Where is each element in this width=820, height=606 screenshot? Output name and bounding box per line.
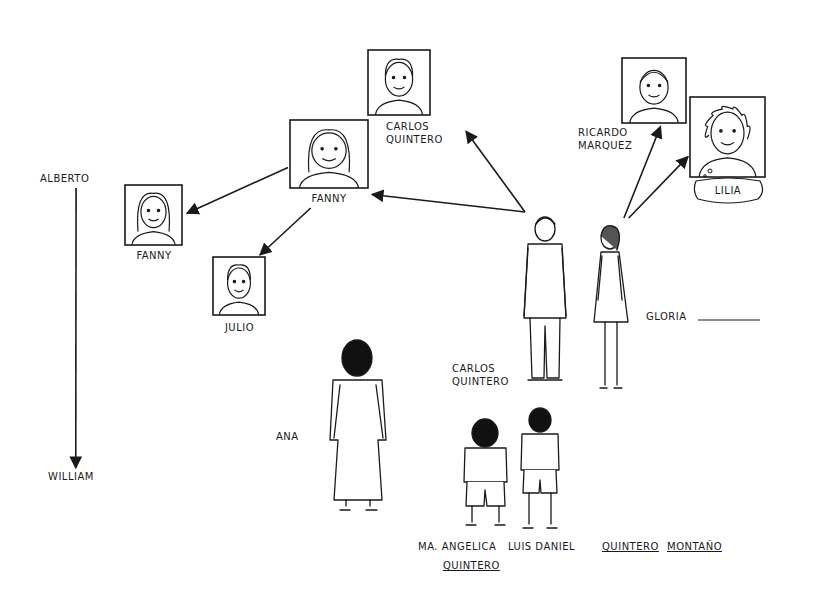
mouth-line (648, 95, 659, 97)
family-label: ANA (276, 430, 299, 443)
family-label: MONTAÑO (667, 540, 722, 553)
shoulder-line (299, 172, 358, 188)
person-node: CARLOS QUINTERO (366, 48, 466, 152)
person-name: CARLOS QUINTERO (386, 120, 464, 146)
person-node: LILIA (688, 95, 770, 207)
hair-line (228, 265, 251, 280)
shoulder-line (375, 100, 422, 115)
person-name: GLORIA (646, 310, 706, 323)
person-node: CARLOS QUINTERO (452, 212, 577, 390)
text-holder: CARLOS QUINTERO (452, 362, 518, 388)
portrait-frame (622, 58, 686, 123)
eye-dot (233, 280, 235, 282)
portrait-sketch (690, 97, 765, 177)
text-holder: LILIA (688, 184, 768, 197)
person-name: WILLIAM (48, 470, 120, 483)
eye-dot (157, 209, 159, 211)
face-outline (711, 112, 744, 154)
cloud-dot (708, 169, 712, 173)
eye-dot (242, 280, 244, 282)
family-label: MA. ANGELICA (418, 540, 496, 553)
person-node: JULIO (211, 255, 270, 341)
eye-dot (647, 84, 649, 86)
person-node: FANNY (123, 183, 187, 267)
mouth-line (322, 159, 336, 161)
portrait-frame (125, 185, 182, 245)
portrait-frame (213, 257, 265, 315)
text-holder: JULIO (211, 321, 268, 334)
hair-line (385, 59, 412, 76)
text-holder: RICARDO MARQUEZ (578, 126, 660, 152)
eye-dot (335, 148, 337, 150)
person-name: CARLOS QUINTERO (452, 362, 518, 388)
portrait-sketch (125, 185, 182, 245)
face-outline (228, 268, 251, 298)
portrait-sketch (622, 58, 686, 123)
eye-dot (733, 130, 735, 132)
mouth-line (234, 290, 243, 292)
family-label: QUINTERO (443, 559, 500, 572)
face-outline (141, 196, 166, 227)
portrait-svg (586, 218, 764, 394)
face-outline (640, 70, 668, 104)
text-holder: FANNY (123, 249, 185, 262)
person-node: WILLIAM (48, 468, 122, 486)
portrait-sketch (290, 120, 368, 188)
family-label: LUIS DANIEL (508, 540, 575, 553)
text-holder: GLORIA (646, 310, 706, 323)
person-name: ALBERTO (40, 172, 120, 185)
portrait-frame (690, 97, 765, 177)
face-outline (312, 133, 346, 168)
family-label: QUINTERO (602, 540, 659, 553)
person-name: JULIO (211, 321, 268, 334)
relation-arrow (372, 195, 525, 213)
mouth-line (148, 219, 158, 221)
shoulder-line (132, 232, 175, 245)
person-name: LILIA (688, 184, 768, 197)
shoulder-line (630, 108, 679, 123)
hair-line (640, 72, 668, 82)
portrait-frame (368, 50, 430, 115)
eye-dot (720, 130, 722, 132)
relation-arrow (260, 208, 311, 255)
relation-arrow (75, 188, 77, 468)
person-name: RICARDO MARQUEZ (578, 126, 660, 152)
person-node: RICARDO MARQUEZ (578, 56, 688, 154)
person-node: ALBERTO (40, 170, 122, 188)
cloud-dot (704, 175, 707, 178)
hair-line (308, 130, 349, 173)
person-node: FANNY (288, 118, 372, 208)
relation-arrow (466, 131, 525, 212)
face-outline (385, 62, 412, 96)
text-holder: WILLIAM (48, 470, 120, 483)
person-node: GLORIA (586, 218, 764, 394)
portrait-sketch (368, 50, 430, 115)
eye-dot (147, 209, 149, 211)
shoulder-line (699, 158, 756, 177)
hair-line (138, 193, 170, 231)
blank-line (698, 319, 760, 320)
eye-dot (403, 76, 405, 78)
person-name: FANNY (123, 249, 185, 262)
mouth-line (394, 87, 405, 89)
mouth-line (721, 142, 734, 145)
shoulder-line (219, 302, 259, 315)
eye-dot (392, 76, 394, 78)
text-holder: ALBERTO (40, 172, 120, 185)
eye-dot (321, 148, 323, 150)
text-holder: CARLOS QUINTERO (386, 120, 464, 146)
relation-arrow (187, 168, 288, 214)
portrait-frame (290, 120, 368, 188)
relation-arrow (629, 157, 688, 218)
text-holder: FANNY (288, 192, 370, 205)
portrait-sketch (213, 257, 265, 315)
hair-line (705, 106, 750, 139)
person-name: FANNY (288, 192, 370, 205)
eye-dot (658, 84, 660, 86)
